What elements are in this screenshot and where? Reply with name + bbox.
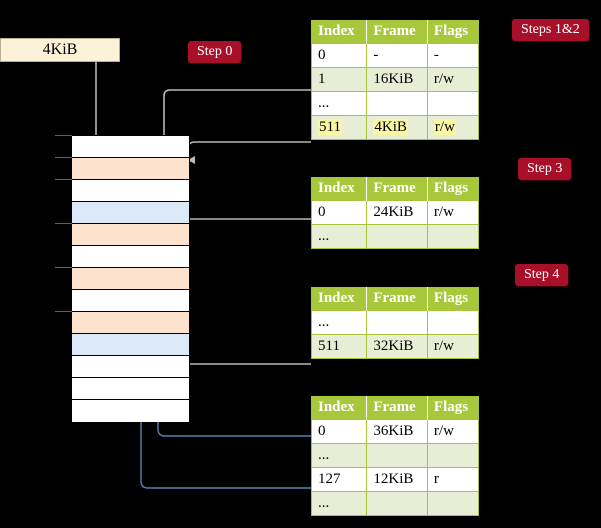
memory-frame-row	[72, 400, 189, 422]
table-row: 0--	[311, 43, 479, 68]
memory-frame-row	[72, 202, 189, 224]
column-header-frame: Frame	[366, 177, 428, 201]
cell-flags: r/w	[427, 334, 479, 359]
memory-tick	[55, 223, 72, 224]
cell-frame: -	[366, 43, 428, 68]
memory-frame-row	[72, 158, 189, 180]
column-header-index: Index	[311, 20, 368, 44]
cell-index: 0	[311, 43, 368, 68]
wire-table3-row511-to-memory	[166, 296, 311, 365]
cell-flags	[427, 443, 479, 468]
cell-frame: 12KiB	[366, 467, 428, 492]
column-header-frame: Frame	[366, 287, 428, 311]
highlighted-value: 511	[318, 118, 342, 135]
column-header-flags: Flags	[427, 177, 479, 201]
page-size-box: 4KiB	[0, 38, 120, 62]
page-size-label: 4KiB	[42, 41, 78, 58]
memory-frame-row	[72, 180, 189, 202]
column-header-flags: Flags	[427, 396, 479, 420]
memory-frame-row	[72, 224, 189, 246]
cell-flags: -	[427, 43, 479, 68]
memory-frame-row	[72, 268, 189, 290]
memory-frame-row	[72, 136, 189, 158]
step-label-step0: Step 0	[188, 41, 242, 63]
step-label-steps12: Steps 1&2	[512, 19, 589, 41]
physical-memory-column	[71, 135, 190, 422]
memory-tick	[55, 135, 72, 136]
cell-flags: r/w	[427, 115, 479, 140]
cell-frame: 16KiB	[366, 67, 428, 92]
column-header-index: Index	[311, 177, 368, 201]
cell-frame: 24KiB	[366, 200, 428, 225]
cell-index: 127	[311, 467, 368, 492]
step-label-step3: Step 3	[518, 158, 572, 180]
cell-flags	[427, 491, 479, 516]
step-label-step4: Step 4	[515, 264, 569, 286]
memory-tick	[55, 179, 72, 180]
cell-flags: r/w	[427, 200, 479, 225]
highlighted-value: 4KiB	[373, 118, 408, 135]
wire-table2-row0-to-memory	[180, 218, 311, 252]
cell-flags: r/w	[427, 67, 479, 92]
cell-flags	[427, 310, 479, 335]
wire-table1-row511-to-memory	[187, 141, 311, 164]
cell-frame	[366, 91, 428, 116]
cell-index: ...	[311, 91, 368, 116]
table-row: ...	[311, 224, 479, 249]
cell-index: 1	[311, 67, 368, 92]
memory-frame-row	[72, 378, 189, 400]
cell-frame	[366, 443, 428, 468]
memory-frame-row	[72, 356, 189, 378]
column-header-flags: Flags	[427, 20, 479, 44]
cell-index: ...	[311, 491, 368, 516]
memory-tick	[55, 157, 72, 158]
cell-flags	[427, 224, 479, 249]
cell-index: ...	[311, 224, 368, 249]
cell-frame	[366, 224, 428, 249]
column-header-flags: Flags	[427, 287, 479, 311]
cell-index: 0	[311, 419, 368, 444]
column-header-index: Index	[311, 396, 368, 420]
memory-frame-row	[72, 246, 189, 268]
cell-frame: 36KiB	[366, 419, 428, 444]
cell-flags: r	[427, 467, 479, 492]
memory-frame-row	[72, 290, 189, 312]
memory-tick	[55, 311, 72, 312]
table-row: ...	[311, 443, 479, 468]
cell-index: 511	[311, 334, 368, 359]
cell-flags: r/w	[427, 419, 479, 444]
table-row: ...	[311, 91, 479, 116]
highlighted-value: r/w	[433, 118, 456, 135]
table-row: 511 4KiB r/w	[311, 115, 479, 140]
table-row: ...	[311, 310, 479, 335]
cell-flags	[427, 91, 479, 116]
memory-tick	[55, 267, 72, 268]
cell-index: 511	[311, 115, 368, 140]
column-header-index: Index	[311, 287, 368, 311]
cell-index: ...	[311, 443, 368, 468]
cell-frame	[366, 491, 428, 516]
cell-index: ...	[311, 310, 368, 335]
column-header-frame: Frame	[366, 396, 428, 420]
table-row: ...	[311, 491, 479, 516]
cell-frame	[366, 310, 428, 335]
cell-frame: 32KiB	[366, 334, 428, 359]
memory-frame-row	[72, 334, 189, 356]
cell-index: 0	[311, 200, 368, 225]
cell-frame: 4KiB	[366, 115, 428, 140]
memory-frame-row	[72, 312, 189, 334]
column-header-frame: Frame	[366, 20, 428, 44]
